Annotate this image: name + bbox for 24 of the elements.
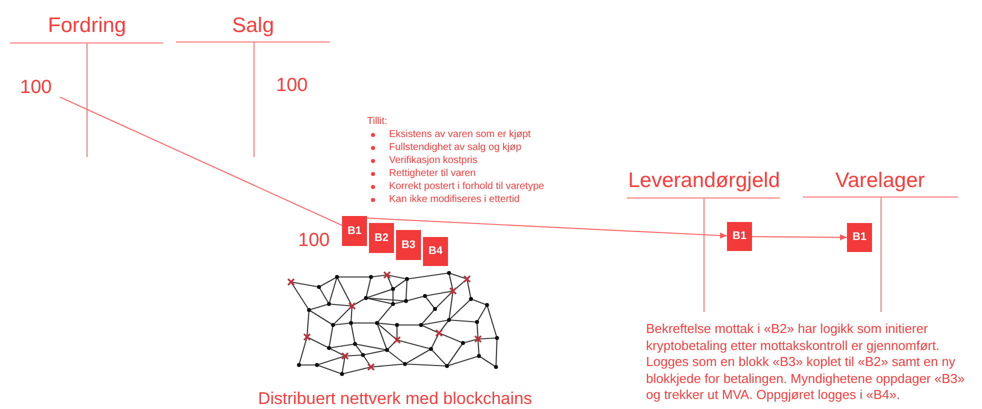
- account-title: Salg: [230, 13, 276, 39]
- list-item: Korrekt postert i forhold til varetype: [367, 180, 627, 193]
- account-title: Varelager: [834, 168, 926, 194]
- block-box: B2: [369, 223, 394, 253]
- amount: 100: [20, 76, 60, 100]
- account-title: Fordring: [46, 13, 128, 39]
- list-item: Eksistens av varen som er kjøpt: [367, 128, 627, 141]
- arrow: [752, 234, 847, 240]
- list-item: Rettigheter til varen: [367, 167, 627, 180]
- account-title: Leverandørgjeld: [627, 168, 781, 194]
- note-paragraph: Bekreftelse mottak i «B2» har logikk som initierer kryptobetaling etter mottakskontroll er gjennomført. Logges som en blokk «B3» koplet til «B2» samt en ny blokkjede for betalingen. Myndighetene oppdager «B3» og trekker ut MVA. Oppgjøret logges i «B4».: [646, 321, 966, 404]
- list-item: Verifikasjon kostpris: [367, 154, 627, 167]
- amount: 100: [298, 229, 331, 253]
- list-item: Kan ikke modifiseres i ettertid: [367, 193, 627, 206]
- list-item: Fullstendighet av salg og kjøp: [367, 141, 627, 154]
- caption: Distribuert nettverk med blockchains: [256, 388, 533, 409]
- list-heading: Tillit:: [367, 115, 388, 128]
- block-box: B1: [342, 216, 367, 246]
- block-box: B1: [727, 222, 752, 251]
- block-box: B1: [847, 223, 872, 252]
- block-box: B3: [396, 230, 421, 260]
- amount: 100: [276, 74, 309, 98]
- block-box: B4: [423, 237, 448, 266]
- arrow: [366, 218, 728, 239]
